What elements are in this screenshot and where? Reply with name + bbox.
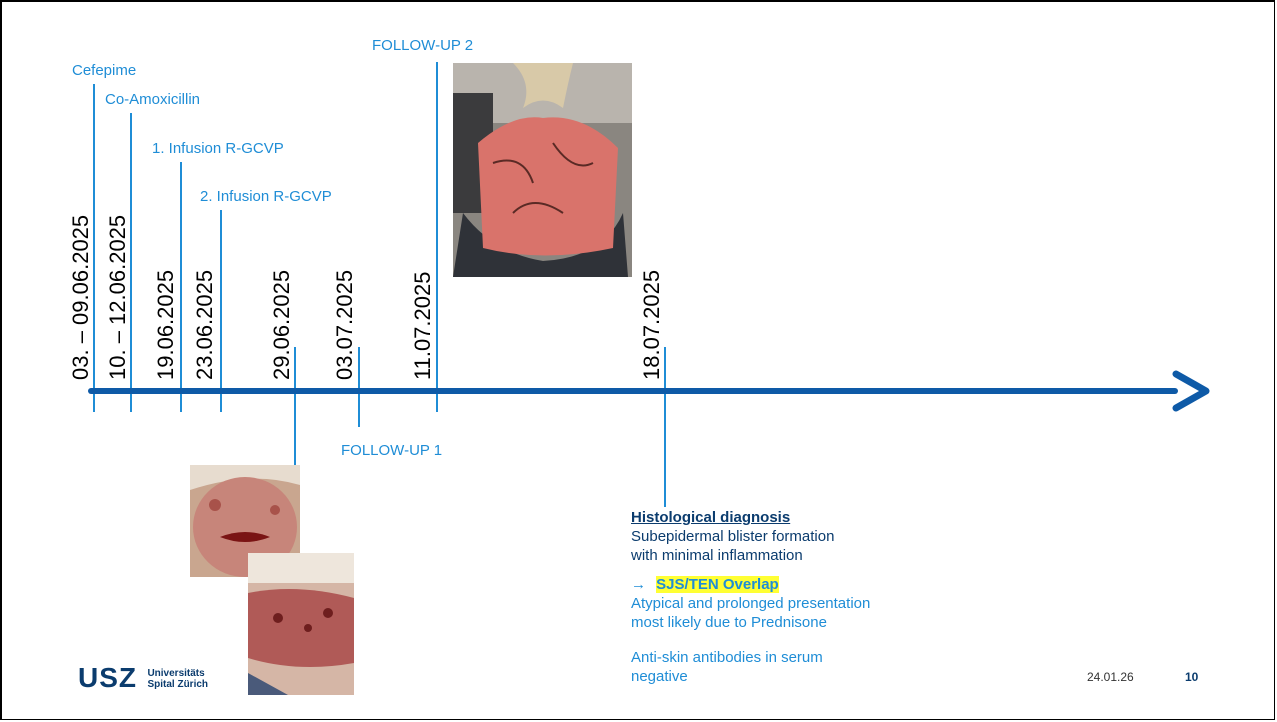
footer-date: 24.01.26 (1087, 670, 1134, 684)
timeline-arrow-head-icon (1168, 368, 1214, 414)
date-label: 23.06.2025 (194, 270, 216, 380)
connector-cefepime (93, 84, 95, 412)
connector-followup-1 (358, 347, 360, 427)
diagnosis-line-4: most likely due to Prednisone (631, 613, 971, 632)
date-label: 10. – 12.06.2025 (107, 215, 129, 380)
date-label: 03.07.2025 (334, 270, 356, 380)
connector-photo-lower (294, 347, 296, 465)
drug-label-coamoxicillin: Co-Amoxicillin (105, 91, 200, 108)
diagnosis-line-2: with minimal inflammation (631, 546, 971, 565)
page-number: 10 (1185, 670, 1198, 684)
connector-followup-2 (436, 62, 438, 412)
arrow-right-icon: → (631, 576, 646, 593)
connector-infusion-2 (220, 210, 222, 412)
usz-logo: USZ Universitäts Spital Zürich (78, 663, 208, 693)
followup-1-label: FOLLOW-UP 1 (341, 442, 442, 459)
connector-coamoxicillin (130, 113, 132, 412)
diagnosis-line-1: Subepidermal blister formation (631, 527, 971, 546)
connector-diagnosis (664, 347, 666, 507)
drug-label-infusion-1: 1. Infusion R-GCVP (152, 140, 284, 157)
followup-2-label: FOLLOW-UP 2 (372, 37, 473, 54)
diagnosis-line-6: negative (631, 667, 971, 686)
date-label: 29.06.2025 (271, 270, 293, 380)
logo-subtitle-line-2: Spital Zürich (147, 679, 208, 690)
diagnosis-result-row: → SJS/TEN Overlap (631, 575, 971, 594)
date-label: 03. – 09.06.2025 (70, 215, 92, 380)
drug-label-cefepime: Cefepime (72, 62, 136, 79)
drug-label-infusion-2: 2. Infusion R-GCVP (200, 188, 332, 205)
date-label: 19.06.2025 (155, 270, 177, 380)
patient-chest-photo (248, 553, 354, 695)
diagnosis-line-3: Atypical and prolonged presentation (631, 594, 971, 613)
patient-back-photo (453, 63, 632, 277)
connector-infusion-1 (180, 162, 182, 412)
timeline-axis (88, 388, 1178, 394)
diagnosis-highlight: SJS/TEN Overlap (656, 576, 779, 593)
logo-text: USZ (78, 662, 137, 693)
date-label: 18.07.2025 (641, 270, 663, 380)
date-label: 11.07.2025 (412, 272, 434, 380)
diagnosis-line-5: Anti-skin antibodies in serum (631, 648, 971, 667)
logo-subtitle: Universitäts Spital Zürich (147, 668, 208, 690)
diagnosis-block: Histological diagnosis Subepidermal blis… (631, 508, 971, 686)
logo-subtitle-line-1: Universitäts (147, 668, 208, 679)
diagnosis-title: Histological diagnosis (631, 508, 971, 527)
